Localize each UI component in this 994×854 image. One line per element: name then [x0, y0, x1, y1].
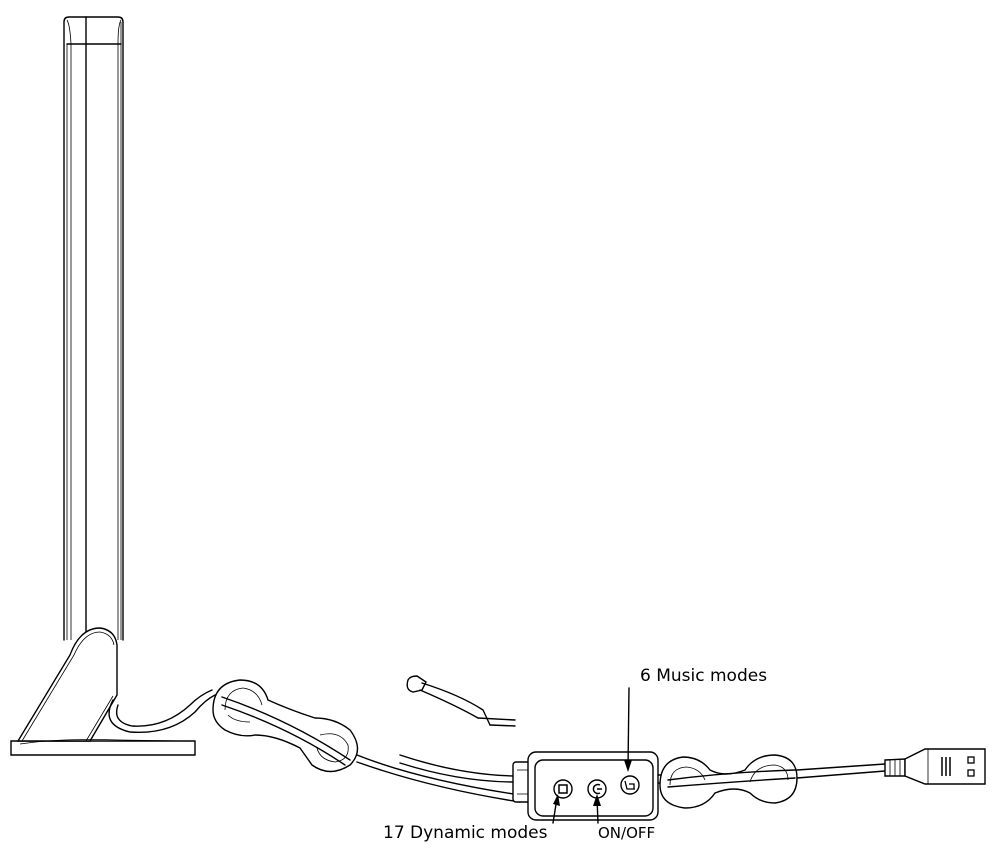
- cable-clip-left: [212, 679, 359, 773]
- mode-icon: [558, 784, 568, 794]
- power-button[interactable]: [587, 779, 607, 799]
- music-icon: [624, 780, 635, 790]
- music-mode-button[interactable]: [620, 775, 640, 795]
- usb-plug: [884, 748, 986, 785]
- tower-base: [10, 627, 196, 756]
- music-modes-label: 6 Music modes: [640, 666, 768, 686]
- power-icon: [592, 783, 602, 795]
- light-tower: [63, 16, 124, 641]
- cable-left: [108, 689, 521, 803]
- controller: [512, 751, 659, 821]
- callout-arrows: [552, 687, 632, 824]
- dynamic-mode-button[interactable]: [553, 779, 573, 799]
- on-off-label: ON/OFF: [598, 824, 656, 842]
- cable-tip: [399, 675, 516, 783]
- dynamic-modes-label: 17 Dynamic modes: [383, 823, 548, 843]
- cable-right: [657, 754, 886, 809]
